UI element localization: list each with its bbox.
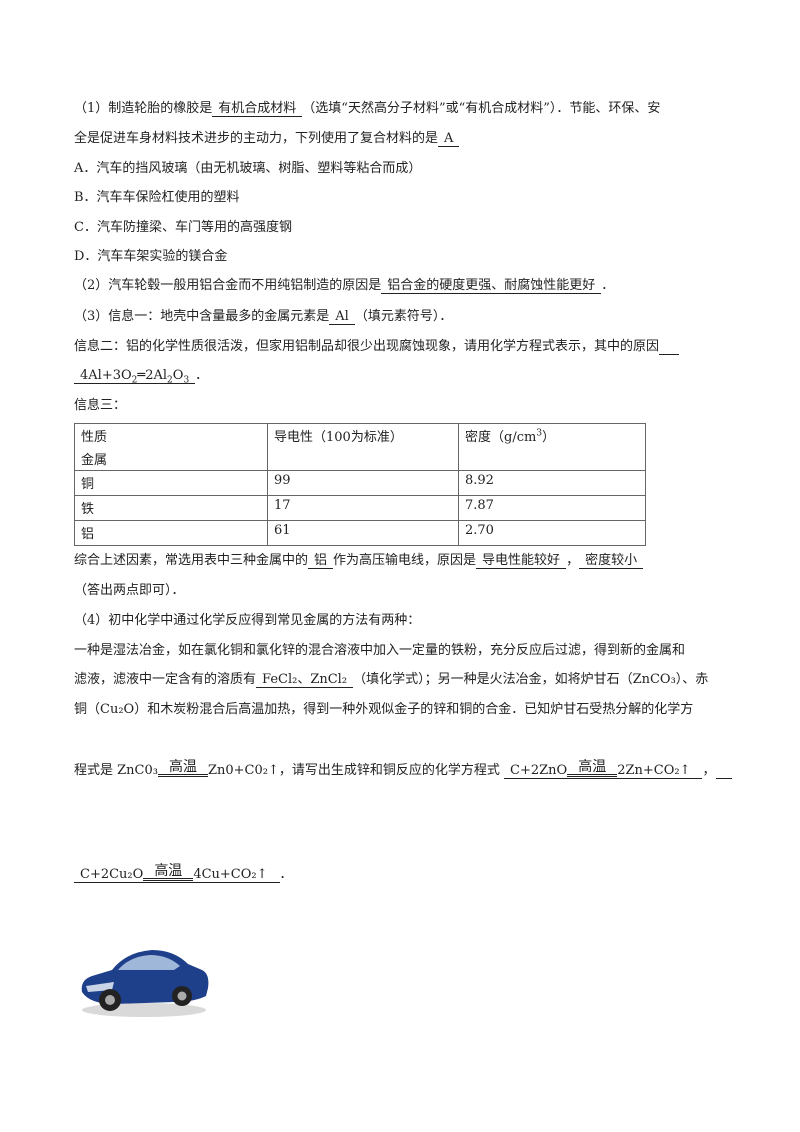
condition-label: 高温 xyxy=(168,759,197,775)
header-property: 性质 xyxy=(81,430,108,445)
table-row: 铝 61 2.70 xyxy=(74,520,646,546)
cell-density: 7.87 xyxy=(458,495,646,521)
q1-option-a: A．汽车的挡风玻璃（由无机玻璃、树脂、塑料等粘合而成） xyxy=(74,161,422,176)
summary-prefix: 综合上述因素，常选用表中三种金属中的 xyxy=(74,553,309,568)
cell-density: 8.92 xyxy=(458,470,646,496)
car-windows xyxy=(118,955,180,970)
heat-condition: 高温 xyxy=(567,759,618,781)
eq1-after: ， xyxy=(702,763,716,778)
wet-answer: FeCl₂、ZnCl₂ xyxy=(256,672,354,688)
header-density: 密度（g/cm3） xyxy=(458,423,646,471)
eq1-answer: C+2ZnO 高温 2Zn+CO₂↑ xyxy=(504,759,703,781)
cell-conductivity: 17 xyxy=(267,495,459,521)
q4-wet-line3: 铜（Cu₂O）和木炭粉混合后高温加热，得到一种外观似金子的锌和铜的合金．已知炉甘… xyxy=(74,702,694,717)
eq2-left: C+2Cu₂O xyxy=(80,867,144,882)
wet-prefix: 滤液，滤液中一定含有的溶质有 xyxy=(74,672,257,687)
q3-info2: 信息二：铝的化学性质很活泼，但家用铝制品却很少出现腐蚀现象，请用化学方程式表示，… xyxy=(74,337,680,357)
q1-suffix: （选填“天然高分子材料”或“有机合成材料”）．节能、环保、安 xyxy=(302,101,661,116)
summary-answer-reason1: 导电性能较好 xyxy=(476,553,567,569)
q1-line2-text: 全是促进车身材料技术进步的主动力，下列使用了复合材料的是 xyxy=(74,131,439,146)
q3-info3-label: 信息三： xyxy=(74,398,127,413)
cell-metal: 铜 xyxy=(74,470,268,496)
summary-answer-metal: 铝 xyxy=(308,553,334,569)
table-row: 铜 99 8.92 xyxy=(74,470,646,496)
cell-conductivity: 99 xyxy=(267,470,459,496)
eq2-right: 4Cu+CO₂↑ xyxy=(193,867,268,882)
eq-end: ． xyxy=(195,368,209,383)
heat-condition: 高温 xyxy=(143,863,194,885)
eq-sub: 3 xyxy=(183,375,190,386)
q2-answer: 铝合金的硬度更强、耐腐蚀性能更好 xyxy=(381,278,602,294)
table-row: 铁 17 7.87 xyxy=(74,495,646,521)
header-density-sup: 3 xyxy=(536,428,543,439)
eq-part: 4Al+3O xyxy=(80,368,132,383)
q3-equation-answer: 4Al+3O2═2Al2O3 xyxy=(74,368,196,386)
table-corner-cell: 性质 金属 xyxy=(74,423,268,471)
q2-suffix: ． xyxy=(601,278,615,293)
q1-answer-2: A xyxy=(438,131,460,147)
q3-info1-suffix: （填元素符号）． xyxy=(354,309,453,324)
q3-summary-note: （答出两点即可）． xyxy=(74,583,185,598)
q3-info1-answer: Al xyxy=(329,309,355,325)
eq-prefix: 程式是 ZnC0₃ xyxy=(74,763,158,778)
q1-option-d: D．汽车车架实验的镁合金 xyxy=(74,249,228,264)
summary-answer-reason2: 密度较小 xyxy=(579,553,644,569)
q1-line-1: （1）制造轮胎的橡胶是有机合成材料（选填“天然高分子材料”或“有机合成材料”）．… xyxy=(74,99,660,119)
wet-suffix: （填化学式）；另一种是火法冶金，如将炉甘石（ZnCO₃）、赤 xyxy=(353,672,709,687)
q1-option-b: B．汽车车保险杠使用的塑料 xyxy=(74,190,240,205)
eq-sub: 2 xyxy=(131,375,138,386)
q3-info1-prefix: （3）信息一：地壳中含量最多的金属元素是 xyxy=(74,309,330,324)
cell-density: 2.70 xyxy=(458,520,646,546)
q4-equation-line: 程式是 ZnC0₃ 高温 Zn0+C0₂↑，请写出生成锌和铜反应的化学方程式 C+2… xyxy=(74,760,732,781)
eq2-after: ． xyxy=(279,867,293,882)
q4-wet-line1: 一种是湿法冶金，如在氯化铜和氯化锌的混合溶液中加入一定量的铁粉，充分反应后过滤，… xyxy=(74,643,686,658)
car-front-hub xyxy=(105,995,115,1005)
metal-properties-table: 性质 金属 导电性（100为标准） 密度（g/cm3） 铜 99 8.92 铁 … xyxy=(74,423,646,546)
eq2-answer: C+2Cu₂O 高温 4Cu+CO₂↑ xyxy=(74,863,280,885)
car-image xyxy=(81,950,209,1017)
condition-label: 高温 xyxy=(154,863,183,879)
eq1-left: C+2ZnO xyxy=(510,763,568,778)
q1-option-c: C．汽车防撞梁、车门等用的高强度钢 xyxy=(74,220,292,235)
equals-bar xyxy=(143,878,194,881)
q3-info2-text: 信息二：铝的化学性质很活泼，但家用铝制品却很少出现腐蚀现象，请用化学方程式表示，… xyxy=(74,339,660,354)
header-density-text: 密度（g/cm xyxy=(465,430,537,445)
table-header-row: 性质 金属 导电性（100为标准） 密度（g/cm3） xyxy=(74,423,646,471)
condition-label: 高温 xyxy=(578,759,607,775)
q4-intro: （4）初中化学中通过化学反应得到常见金属的方法有两种： xyxy=(74,613,421,628)
summary-comma: ， xyxy=(566,553,580,568)
summary-mid: 作为高压输电线，原因是 xyxy=(333,553,477,568)
eq1-right: 2Zn+CO₂↑ xyxy=(617,763,691,778)
header-conductivity: 导电性（100为标准） xyxy=(267,423,459,471)
cell-conductivity: 61 xyxy=(267,520,459,546)
q1-answer-1: 有机合成材料 xyxy=(212,101,303,117)
eq-sub: 2 xyxy=(167,375,173,386)
eq-part: ═2Al xyxy=(137,368,168,383)
eq-mid: Zn0+C0₂↑，请写出生成锌和铜反应的化学方程式 xyxy=(207,763,500,778)
q2-prefix: （2）汽车轮毂一般用铝合金而不用纯铝制造的原因是 xyxy=(74,278,382,293)
cell-metal: 铁 xyxy=(74,495,268,521)
equals-bar xyxy=(157,774,208,777)
cell-metal: 铝 xyxy=(74,520,268,546)
q3-info2-blank xyxy=(659,339,680,355)
car-rear-hub xyxy=(177,991,187,1001)
header-density-end: ） xyxy=(542,430,556,445)
q3-info2-equation: 4Al+3O2═2Al2O3． xyxy=(74,366,208,391)
eq2-blank-start xyxy=(715,763,732,779)
equals-bar xyxy=(567,774,618,777)
q3-summary: 综合上述因素，常选用表中三种金属中的铝作为高压输电线，原因是导电性能较好，密度较… xyxy=(74,551,644,571)
header-metal: 金属 xyxy=(81,453,108,468)
q4-equation2-line: C+2Cu₂O 高温 4Cu+CO₂↑ ． xyxy=(74,864,293,885)
eq-part: O xyxy=(172,368,184,383)
heat-condition: 高温 xyxy=(157,759,208,781)
q2-line: （2）汽车轮毂一般用铝合金而不用纯铝制造的原因是铝合金的硬度更强、耐腐蚀性能更好… xyxy=(74,276,614,296)
q1-prefix: （1）制造轮胎的橡胶是 xyxy=(74,101,213,116)
